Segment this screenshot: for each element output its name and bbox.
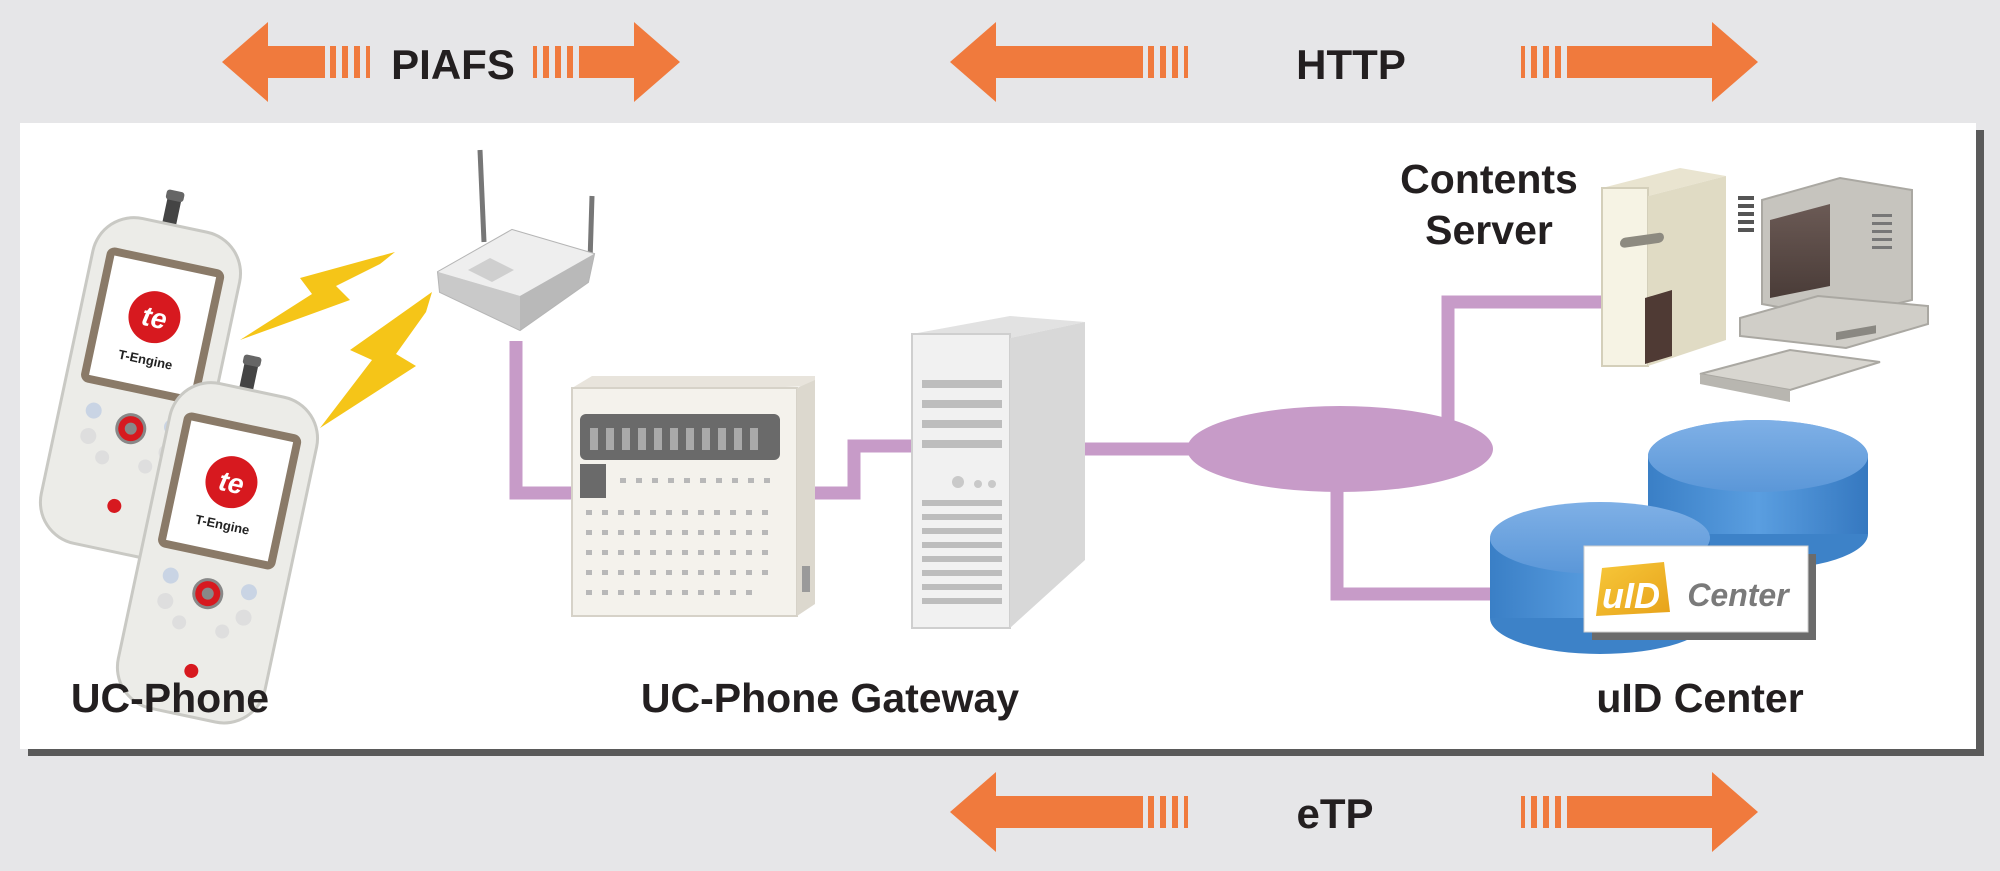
t-engine-logo-icon <box>128 291 181 344</box>
wireless-access-point <box>436 149 596 332</box>
internet-cloud <box>1187 406 1493 492</box>
contents-server-label-line1: Contents <box>1400 156 1578 202</box>
left-arrow-icon <box>950 22 1188 102</box>
left-arrow-icon <box>222 22 370 102</box>
t-engine-logo-icon <box>205 456 258 509</box>
right-arrow-icon <box>533 22 680 102</box>
ap-to-gateway-line <box>509 341 574 500</box>
piafs-label: PIAFS <box>391 41 515 88</box>
contents-server-label-line2: Server <box>1425 207 1553 253</box>
uid-mark-icon <box>1596 562 1670 616</box>
http-arrow-group: HTTP <box>950 22 1758 102</box>
computer-vent-icon <box>1738 196 1754 232</box>
uc-phone-front: te T-Engine <box>115 354 320 725</box>
piafs-arrow-group: PIAFS <box>222 22 680 102</box>
uid-center-label: uID Center <box>1596 675 1803 721</box>
gateway-device <box>571 376 815 617</box>
uid-center-logo: uID Center <box>1583 545 1816 640</box>
etp-arrow-group: eTP <box>950 772 1758 852</box>
uid-logo-word: Center <box>1687 577 1790 613</box>
network-to-contents-line <box>1441 295 1605 423</box>
right-arrow-icon <box>1521 772 1758 852</box>
etp-label: eTP <box>1296 790 1373 837</box>
http-label: HTTP <box>1296 41 1406 88</box>
gateway-to-server-line <box>808 439 916 500</box>
gateway-label: UC-Phone Gateway <box>641 675 1019 721</box>
uid-logo-mark: uID <box>1602 575 1660 616</box>
monitor-vent-icon <box>1872 214 1892 249</box>
uc-phone-back: te T-Engine <box>38 189 243 560</box>
gateway-vents-icon <box>586 478 770 595</box>
contents-server-computer <box>1601 168 1929 402</box>
left-arrow-icon <box>950 772 1188 852</box>
right-arrow-icon <box>1521 22 1758 102</box>
uc-phone-label: UC-Phone <box>71 675 269 721</box>
server-drive-bays-icon <box>922 380 1002 604</box>
tower-server <box>911 316 1085 629</box>
lightning-bolt-icon <box>240 252 395 340</box>
lightning-bolt-icon <box>320 292 432 428</box>
